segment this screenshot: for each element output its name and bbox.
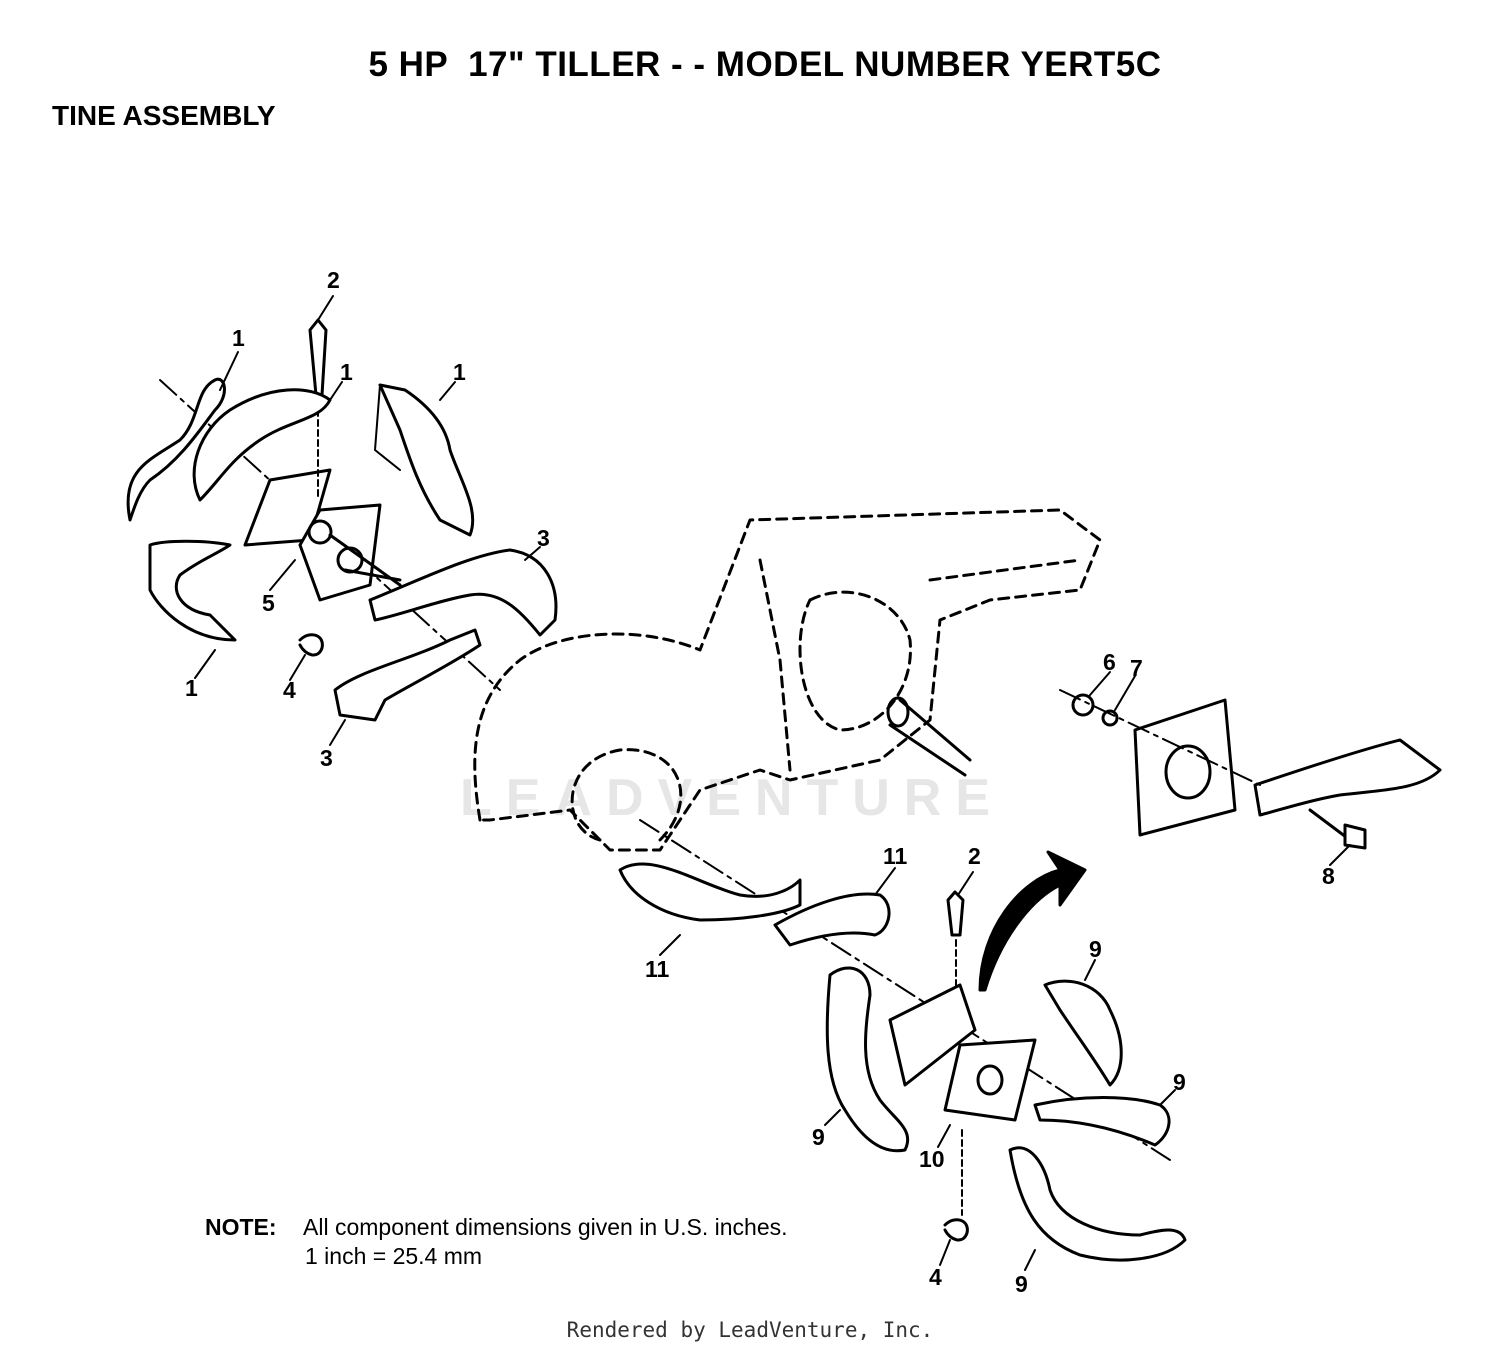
note-line-2: 1 inch = 25.4 mm (305, 1243, 483, 1269)
tine-set-9 (825, 966, 1187, 1262)
callout-3b: 3 (320, 745, 333, 771)
lower-hub-plates (888, 983, 1037, 1122)
shaft-stub (888, 698, 972, 777)
callout-9c: 9 (812, 1124, 825, 1150)
tine-set-11 (618, 862, 891, 947)
callout-11a: 11 (883, 843, 908, 869)
bolt-2-right (946, 890, 965, 937)
callout-1b: 1 (340, 359, 353, 385)
callout-7: 7 (1130, 655, 1143, 681)
page-title: 5 HP 17" TILLER - - MODEL NUMBER YERT5C (368, 45, 1162, 84)
callout-5: 5 (262, 590, 275, 616)
note-label: NOTE: (205, 1214, 277, 1240)
callout-4a: 4 (283, 677, 296, 703)
footer-credit: Rendered by LeadVenture, Inc. (566, 1318, 934, 1342)
callout-8: 8 (1322, 863, 1335, 889)
note-line-1: All component dimensions given in U.S. i… (303, 1214, 788, 1240)
tine-set-1 (126, 377, 475, 642)
callout-9a: 9 (1089, 936, 1102, 962)
hairpin-4-right (943, 1218, 969, 1242)
callout-2b: 2 (968, 843, 981, 869)
callout-1a: 1 (232, 325, 245, 351)
tiller-transmission-housing (473, 508, 1102, 852)
shaft-end (886, 696, 910, 728)
callout-11b: 11 (645, 956, 670, 982)
callout-9d: 9 (1015, 1271, 1028, 1297)
callout-1c: 1 (453, 359, 466, 385)
callout-1d: 1 (185, 675, 198, 701)
left-hub-plates (243, 468, 402, 602)
watermark: LEADVENTURE (460, 769, 1005, 827)
right-hub-plate (1059, 689, 1442, 850)
callout-6: 6 (1103, 649, 1116, 675)
callout-9b: 9 (1173, 1069, 1186, 1095)
section-title: TINE ASSEMBLY (52, 100, 276, 131)
bolt-2-left (308, 318, 328, 397)
callout-3a: 3 (537, 525, 550, 551)
tine-set-3 (333, 548, 558, 722)
callout-10: 10 (919, 1146, 945, 1172)
rotation-arrow (978, 850, 1087, 992)
hairpin-4-left (298, 633, 324, 657)
callout-2a: 2 (327, 267, 340, 293)
callout-4b: 4 (929, 1264, 942, 1290)
note-block: NOTE: All component dimensions given in U… (205, 1213, 788, 1271)
